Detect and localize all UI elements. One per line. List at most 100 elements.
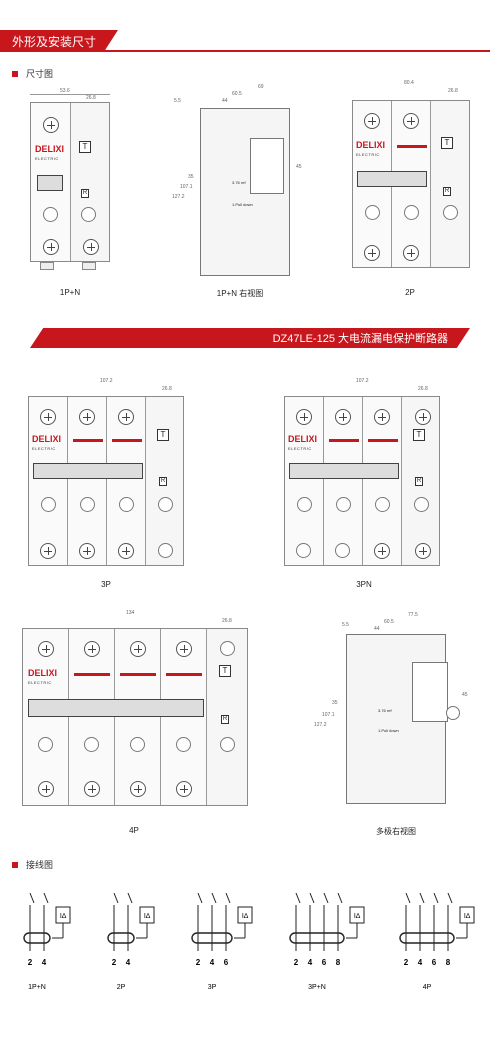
header-ribbon: 外形及安装尺寸 bbox=[0, 30, 500, 52]
pole bbox=[23, 629, 69, 805]
switch-contact bbox=[323, 892, 329, 904]
screw-icon bbox=[118, 543, 134, 559]
dim-width: 107.2 bbox=[100, 378, 113, 384]
red-stripe bbox=[166, 673, 202, 676]
screw-icon bbox=[40, 409, 56, 425]
brand-sub: ELECTRIC bbox=[32, 446, 56, 451]
pole bbox=[115, 629, 161, 805]
terminal-hole bbox=[375, 497, 390, 512]
screw-icon bbox=[176, 641, 192, 657]
terminal-label: 2 bbox=[112, 958, 117, 967]
reset-button: R bbox=[81, 189, 89, 198]
reset-button: R bbox=[221, 715, 229, 724]
terminal-hole bbox=[336, 497, 351, 512]
screw-icon bbox=[83, 239, 99, 255]
terminal-hole bbox=[176, 737, 191, 752]
brand-logo-text: DELIXI bbox=[35, 144, 65, 154]
terminal-hole bbox=[81, 207, 96, 222]
dim-c: 5.5 bbox=[174, 98, 181, 104]
side-rating-text: 3.76 ref bbox=[378, 708, 392, 713]
screw-icon bbox=[415, 409, 431, 425]
reset-button: R bbox=[159, 477, 167, 486]
caption-multipole-side: 多极右视图 bbox=[376, 827, 416, 836]
dim-module: 26.8 bbox=[222, 618, 232, 624]
terminal-hole bbox=[80, 497, 95, 512]
drawing-1p-n-side: 69 60.5 44 5.5 127.2 107.1 35 45 3.76 re… bbox=[170, 84, 310, 280]
switch-contact bbox=[337, 892, 343, 904]
knob-icon bbox=[446, 706, 460, 720]
section-dimensions-text: 尺寸图 bbox=[26, 69, 54, 79]
brand-sub: ELECTRIC bbox=[35, 156, 59, 161]
side-rating-text: 3.76 ref bbox=[232, 180, 246, 185]
test-button: T bbox=[219, 665, 231, 677]
dim-c: 5.5 bbox=[342, 622, 349, 628]
caption-2p: 2P bbox=[405, 288, 415, 297]
current-transformer bbox=[399, 932, 455, 944]
terminal-label: 8 bbox=[446, 958, 451, 967]
caption-1p-n: 1P+N bbox=[59, 288, 81, 297]
rail-clip bbox=[40, 262, 54, 270]
terminal-hole bbox=[158, 543, 173, 558]
brand-logo-text: DELIXI bbox=[28, 668, 58, 678]
dim-module: 26.8 bbox=[162, 386, 172, 392]
rail-clip bbox=[82, 262, 96, 270]
section-marker-icon bbox=[12, 70, 18, 77]
terminal-hole bbox=[404, 205, 419, 220]
test-button: T bbox=[441, 137, 453, 149]
section-wiring-label: 接线图 bbox=[12, 858, 53, 871]
relay-symbol: I∆ bbox=[354, 913, 361, 920]
pole bbox=[324, 397, 363, 565]
screw-icon bbox=[79, 543, 95, 559]
dim-module: 26.8 bbox=[418, 386, 428, 392]
switch-contact bbox=[295, 892, 301, 904]
reset-button: R bbox=[415, 477, 423, 486]
current-transformer bbox=[289, 932, 345, 944]
screw-icon bbox=[38, 781, 54, 797]
pole bbox=[161, 629, 207, 805]
terminal-label: 4 bbox=[42, 958, 47, 967]
dim-module: 26.8 bbox=[86, 95, 96, 101]
screw-icon bbox=[130, 781, 146, 797]
current-transformer bbox=[23, 932, 51, 944]
switch-contact bbox=[211, 892, 217, 904]
dim-a: 60.5 bbox=[232, 91, 242, 97]
terminal-hole bbox=[335, 543, 350, 558]
terminal-hole bbox=[443, 205, 458, 220]
switch-contact bbox=[309, 892, 315, 904]
screw-icon bbox=[118, 409, 134, 425]
test-button: T bbox=[79, 141, 91, 153]
switch-contact bbox=[29, 892, 35, 904]
product-banner: DZ47LE-125 大电流漏电保护断路器 bbox=[30, 328, 470, 348]
screw-icon bbox=[374, 543, 390, 559]
red-stripe bbox=[112, 439, 142, 442]
screw-icon bbox=[296, 409, 312, 425]
dim-b: 44 bbox=[222, 98, 228, 104]
screw-icon bbox=[84, 641, 100, 657]
caption-3pn: 3PN bbox=[356, 580, 372, 589]
terminal-hole bbox=[38, 737, 53, 752]
terminal-label: 2 bbox=[294, 958, 299, 967]
screw-icon bbox=[176, 781, 192, 797]
breaker-handle bbox=[357, 171, 427, 187]
wiring-caption: 3P+N bbox=[308, 984, 326, 991]
switch-contact bbox=[197, 892, 203, 904]
terminal-label: 2 bbox=[196, 958, 201, 967]
test-button: T bbox=[157, 429, 169, 441]
terminal-label: 4 bbox=[308, 958, 313, 967]
pole bbox=[107, 397, 146, 565]
terminal-hole bbox=[414, 497, 429, 512]
screw-icon bbox=[364, 113, 380, 129]
terminal-hole bbox=[84, 737, 99, 752]
terminal-label: 2 bbox=[404, 958, 409, 967]
pole bbox=[363, 397, 402, 565]
terminal-label: 4 bbox=[126, 958, 131, 967]
relay-symbol: I∆ bbox=[242, 913, 249, 920]
dim-h4: 45 bbox=[296, 164, 302, 170]
